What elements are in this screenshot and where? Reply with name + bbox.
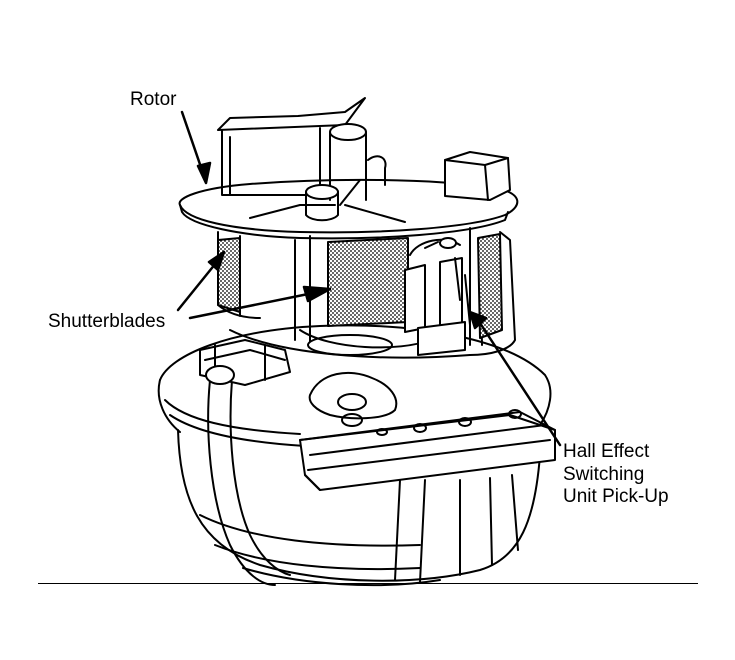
shutterblade-right [477, 233, 503, 339]
terminal-plate [299, 371, 556, 491]
hall-effect-leader [468, 310, 562, 447]
hall-effect-label-line2: Switching [563, 464, 645, 485]
shutterblade-left [217, 237, 241, 313]
shutterblade-center [327, 237, 409, 327]
hall-effect-label-line3: Unit Pick-Up [563, 486, 669, 507]
shutterblades-label: Shutterblades [48, 311, 166, 332]
hall-effect-label-line1: Hall Effect [563, 441, 650, 462]
rotor [178, 97, 519, 240]
hall-effect-pickup [404, 237, 471, 356]
rotor-label: Rotor [130, 89, 177, 110]
rotor-leader [180, 110, 212, 185]
wiring-harness [199, 339, 291, 586]
shutterblades-leader [176, 250, 332, 320]
figure-divider-rule [38, 583, 698, 584]
